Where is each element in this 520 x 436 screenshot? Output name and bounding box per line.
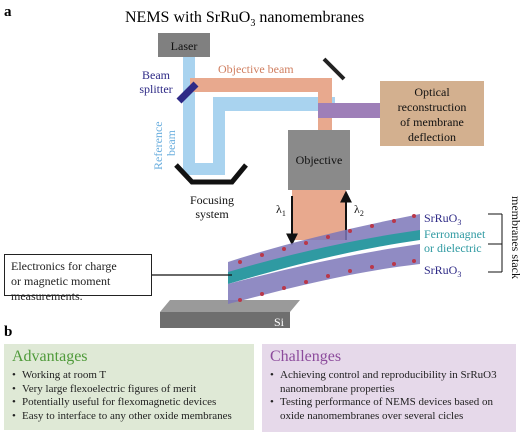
challenges-title: Challenges xyxy=(270,348,342,365)
objective-beam-label: Objective beam xyxy=(218,62,294,76)
srruo3-top-label: SrRuO3 xyxy=(424,211,461,227)
advantage-item: Potentially useful for flexomagnetic dev… xyxy=(12,396,246,410)
panel-label-b: b xyxy=(4,324,12,340)
electronics-box: Electronics for charge or magnetic momen… xyxy=(4,254,152,303)
membranes-stack-label: membranes stack xyxy=(509,196,520,279)
advantage-item: Very large flexoelectric figures of meri… xyxy=(12,383,246,397)
panel-label-a: a xyxy=(4,4,12,20)
lambda2-label: λ2 xyxy=(354,202,364,218)
optical-reconstruction-box xyxy=(380,81,484,146)
electronics-line-2: or magnetic moment xyxy=(11,274,111,288)
focusing-system xyxy=(174,163,248,185)
beam-overlap xyxy=(318,103,380,118)
beam-splitter xyxy=(176,81,199,104)
laser-box xyxy=(158,33,210,57)
atom-dots xyxy=(238,214,416,302)
laser-label: Laser xyxy=(171,39,198,53)
challenges-list: Achieving control and reproducibility in… xyxy=(270,369,508,423)
srruo3-bottom-layer xyxy=(228,244,420,304)
challenge-item: Achieving control and reproducibility in… xyxy=(270,369,508,396)
si-substrate xyxy=(160,300,300,328)
challenge-item: Testing performance of NEMS devices base… xyxy=(270,396,508,423)
figure-title: NEMS with SrRuO3 nanomembranes xyxy=(125,9,364,29)
electronics-line-3: measurements. xyxy=(11,289,83,303)
lambda1-label: λ1 xyxy=(276,202,286,218)
objective-label: Objective xyxy=(296,153,343,167)
advantage-item: Easy to interface to any other oxide mem… xyxy=(12,410,246,424)
reference-beam-label: Referencebeam xyxy=(151,121,178,170)
advantages-panel: Advantages Working at room T Very large … xyxy=(4,344,254,430)
membranes-stack-bracket xyxy=(488,213,503,273)
srruo3-bottom-label: SrRuO3 xyxy=(424,263,461,279)
objective-box xyxy=(288,130,350,190)
electronics-line-1: Electronics for charge xyxy=(11,259,117,273)
advantages-list: Working at room T Very large flexoelectr… xyxy=(12,369,246,423)
ferromagnet-layer xyxy=(228,230,420,284)
mirror xyxy=(322,57,346,81)
advantages-title: Advantages xyxy=(12,348,88,365)
si-label: Si xyxy=(274,315,285,329)
challenges-panel: Challenges Achieving control and reprodu… xyxy=(262,344,516,432)
advantage-item: Working at room T xyxy=(12,369,246,383)
